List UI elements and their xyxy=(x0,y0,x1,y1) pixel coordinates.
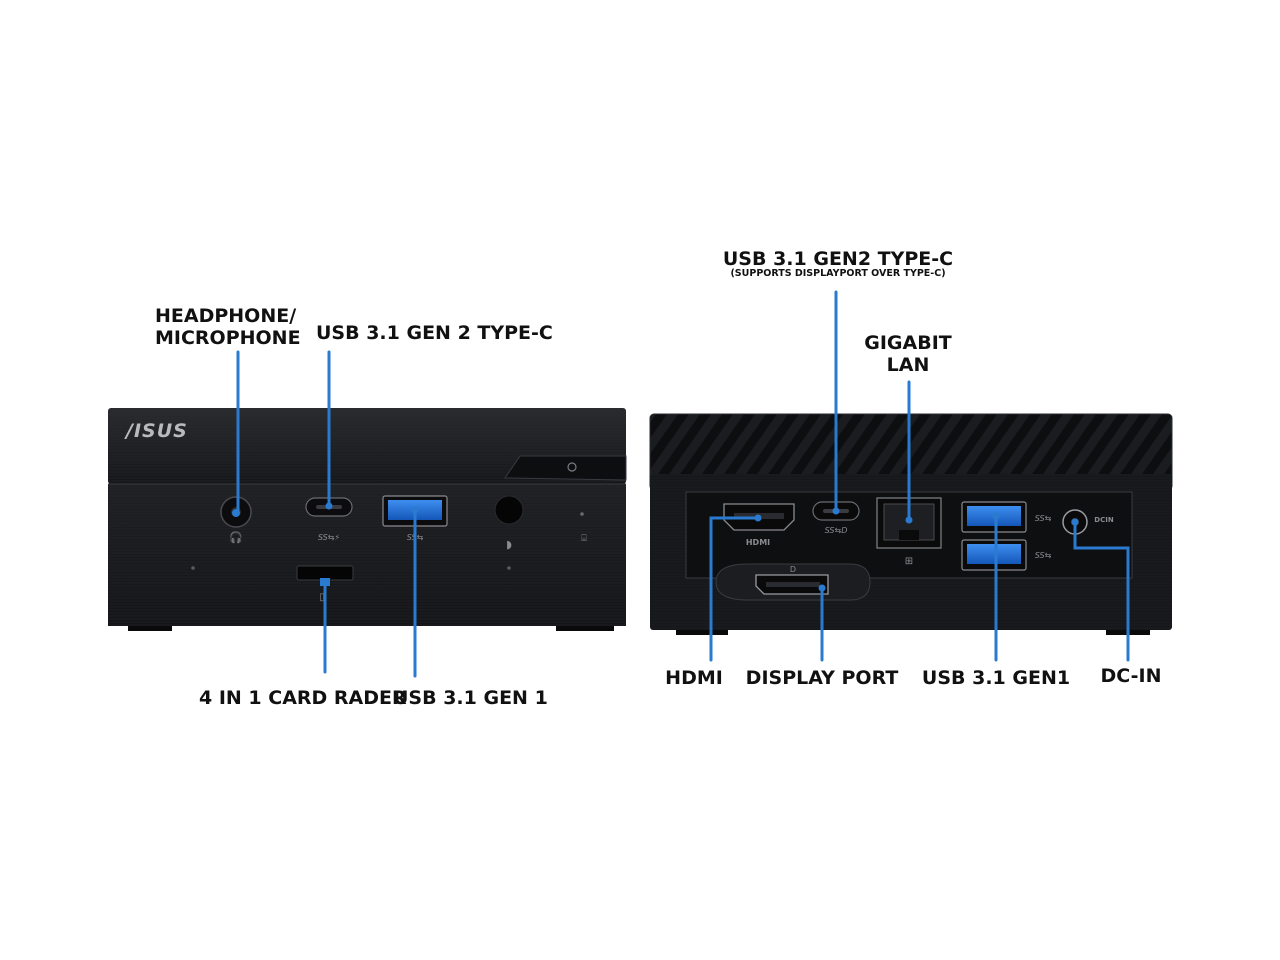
label-lan-line2: LAN xyxy=(886,354,930,376)
voice-icon: ◗ xyxy=(506,538,512,551)
front-foot-left xyxy=(128,626,172,631)
label-rear-usb-gen1: USB 3.1 GEN1 xyxy=(921,667,1071,689)
rear-vent-panel xyxy=(650,414,1172,490)
front-foot-right xyxy=(556,626,614,631)
callout-lines xyxy=(232,290,1130,678)
label-headphone-line2: MICROPHONE xyxy=(155,327,301,349)
power-button-bar xyxy=(504,455,627,481)
callout-line-dcin xyxy=(1073,520,1130,662)
headset-icon: 🎧 xyxy=(229,531,243,544)
dcin-mark: DCIN xyxy=(1094,516,1114,524)
drive-icon: ⌸ xyxy=(581,534,587,544)
front-typec-mark: SS⇆⚡ xyxy=(318,533,340,542)
rear-unit: HDMI SS⇆D ⊞ SS⇆ SS⇆ DCIN D xyxy=(649,413,1173,635)
label-rear-typec-note: (SUPPORTS DISPLAYPORT OVER TYPE-C) xyxy=(730,268,946,279)
displayport-icon: D xyxy=(790,565,796,574)
label-front-usb-gen1: USB 3.1 GEN 1 xyxy=(393,687,548,709)
label-hdmi: HDMI xyxy=(665,667,723,689)
label-rear-typec: USB 3.1 GEN2 TYPE-C xyxy=(722,248,954,270)
power-icon xyxy=(567,462,577,472)
status-led xyxy=(580,512,584,516)
front-unit: 🎧 SS⇆⚡ SS⇆ ◗ ⌸ ▯ /ISUS xyxy=(108,408,627,631)
card-reader-slot xyxy=(296,565,354,581)
hdmi-mark: HDMI xyxy=(746,538,770,547)
rear-typec-mark: SS⇆D xyxy=(825,526,848,535)
rear-foot-left xyxy=(676,630,728,635)
sd-card-icon: ▯ xyxy=(319,592,325,603)
rear-usb-mark-bottom: SS⇆ xyxy=(1035,551,1052,560)
label-card-reader: 4 IN 1 CARD RADER xyxy=(199,687,407,709)
label-headphone-line1: HEADPHONE/ xyxy=(155,305,297,327)
callout-line-hdmi xyxy=(709,516,760,662)
rear-usb-mark-top: SS⇆ xyxy=(1035,514,1052,523)
label-headphone: HEADPHONE/ MICROPHONE xyxy=(155,305,301,349)
network-icon: ⊞ xyxy=(905,556,913,567)
front-ir-window xyxy=(494,495,524,525)
asus-logo: /ISUS xyxy=(124,420,188,442)
label-dcin: DC-IN xyxy=(1100,665,1162,687)
label-lan: GIGABIT LAN xyxy=(864,332,951,376)
label-front-typec: USB 3.1 GEN 2 TYPE-C xyxy=(316,322,553,344)
label-displayport: DISPLAY PORT xyxy=(745,667,899,689)
label-lan-line1: GIGABIT xyxy=(864,332,952,354)
